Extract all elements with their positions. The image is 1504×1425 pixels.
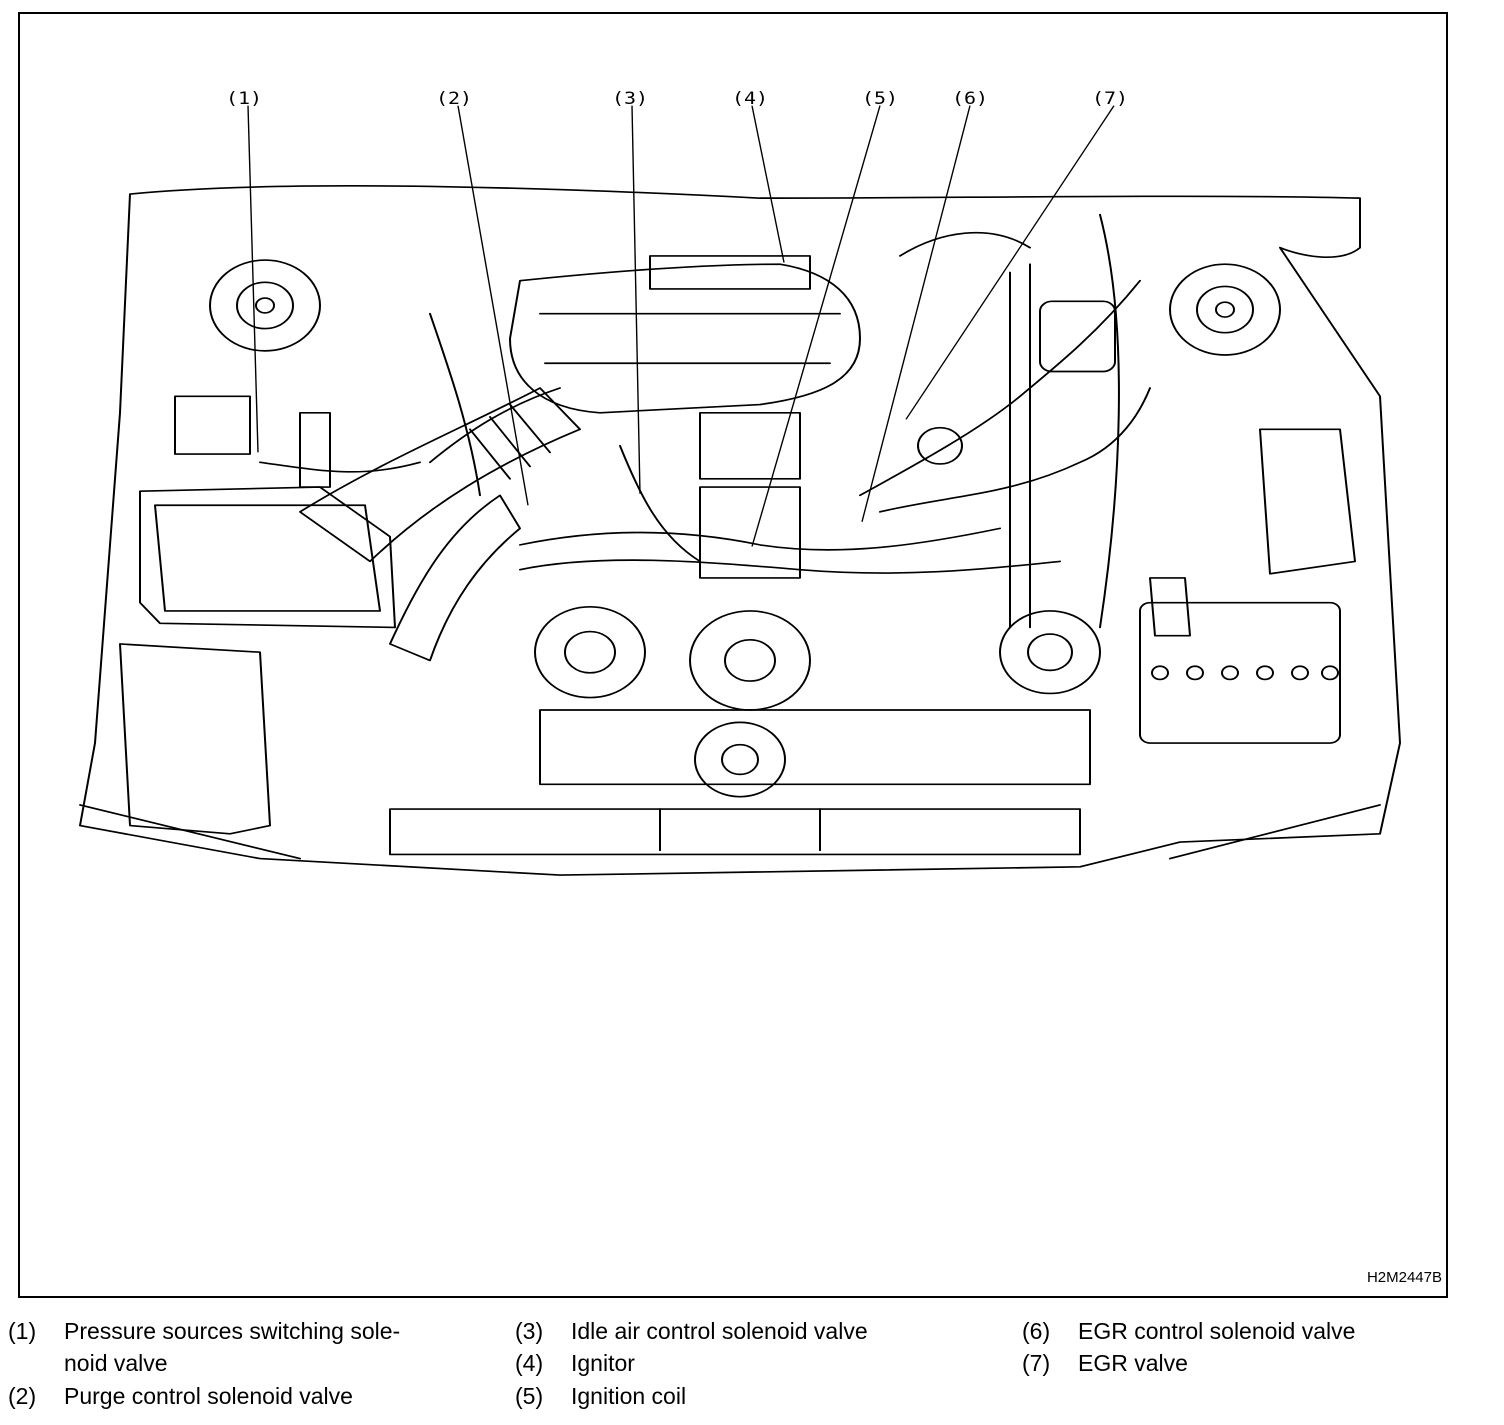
left-strut-tower [209,259,321,352]
callout-4: (4) [732,90,768,109]
legend-number: (7) [1022,1350,1051,1377]
legend: (1) Pressure sources switching sole- noi… [0,1315,1504,1425]
legend-number: (4) [515,1350,544,1377]
engine-bay-diagram: (1) (2) (3) (4) (5) (6) (7) [79,90,1401,876]
figure-frame [18,11,1448,1298]
radiator [389,808,1081,856]
ignition-coil-body [699,486,801,579]
timing-belt-cover [539,709,1091,786]
legend-text: EGR control solenoid valve [1078,1318,1356,1345]
legend-text: EGR valve [1078,1350,1188,1377]
legend-number: (1) [8,1318,37,1345]
legend-text: Ignition coil [571,1383,687,1410]
throttle-body [699,411,801,480]
callout-7: (7) [1092,90,1128,109]
callout-5: (5) [862,90,898,109]
relay-box [1259,428,1356,575]
figure-code: H2M2447B [1366,1269,1442,1287]
callout-3: (3) [612,90,648,109]
intake-duct [299,387,581,563]
legend-number: (6) [1022,1318,1051,1345]
battery [1139,601,1341,744]
right-strut-tower [1169,263,1281,356]
legend-text: Purge control solenoid valve [64,1383,353,1410]
alternator [689,610,811,711]
right-cam-pulley [999,610,1101,695]
callout-6: (6) [952,90,988,109]
solenoid-bracket-1 [299,411,331,488]
callout-1: (1) [226,90,262,109]
legend-text: noid valve [64,1350,168,1377]
legend-number: (3) [515,1318,544,1345]
air-cleaner-box [139,486,396,629]
air-inlet [119,643,271,835]
callout-2: (2) [436,90,472,109]
intake-plenum [509,263,861,414]
legend-text: Pressure sources switching sole- [64,1318,401,1345]
engine-bay-outline [79,185,1401,876]
legend-text: Ignitor [571,1350,635,1377]
left-cam-pulley [534,605,646,699]
legend-number: (5) [515,1383,544,1410]
legend-text: Idle air control solenoid valve [571,1318,868,1345]
egr-valve-body [917,426,963,465]
legend-number: (2) [8,1383,37,1410]
master-cylinder [1039,300,1116,373]
